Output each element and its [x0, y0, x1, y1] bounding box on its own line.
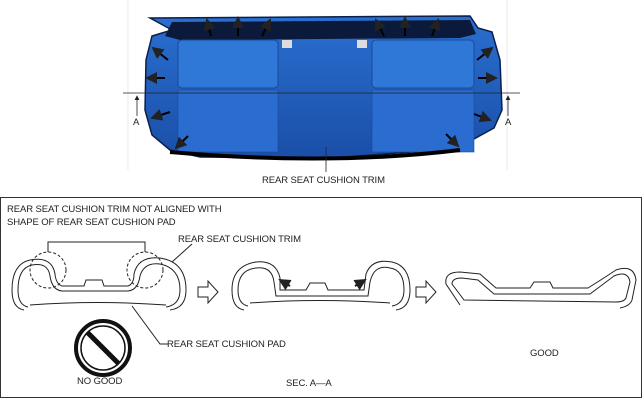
arrow-icon: [151, 46, 169, 61]
section-marker-right: A: [505, 117, 512, 128]
next-step-arrow-icon: [415, 279, 437, 305]
section-marker-left: A: [133, 117, 140, 128]
good-label: GOOD: [530, 348, 559, 359]
arrow-icon: [375, 18, 386, 37]
arrow-icon: [473, 110, 492, 123]
next-step-arrow-icon: [197, 279, 219, 305]
arrow-icon: [174, 135, 189, 150]
section-correcting: [231, 260, 411, 311]
note-line-2: SHAPE OF REAR SEAT CUSHION PAD: [7, 217, 176, 228]
arrow-icon: [476, 46, 494, 61]
no-good-prohibited-icon: [74, 319, 132, 377]
push-direction-arrows: [145, 16, 498, 150]
arrow-icon: [428, 18, 441, 37]
note-line-1: REAR SEAT CUSHION TRIM NOT ALIGNED WITH: [7, 204, 222, 215]
callout-trim-top: REAR SEAT CUSHION TRIM: [262, 175, 385, 186]
arrow-icon: [150, 109, 171, 121]
section-label: SEC. A—A: [286, 378, 332, 389]
section-panel-frame: [0, 197, 642, 398]
pull-arrow-left-icon: [278, 278, 292, 291]
callout-trim-section: REAR SEAT CUSHION TRIM: [178, 234, 301, 245]
no-good-label: NO GOOD: [77, 376, 123, 387]
arrow-icon: [445, 133, 460, 148]
arrow-icon: [203, 18, 216, 37]
section-no-good: [11, 241, 193, 345]
callout-pad: REAR SEAT CUSHION PAD: [167, 339, 286, 350]
section-good: [445, 267, 637, 309]
pull-arrow-right-icon: [353, 278, 367, 291]
arrow-icon: [260, 18, 271, 37]
